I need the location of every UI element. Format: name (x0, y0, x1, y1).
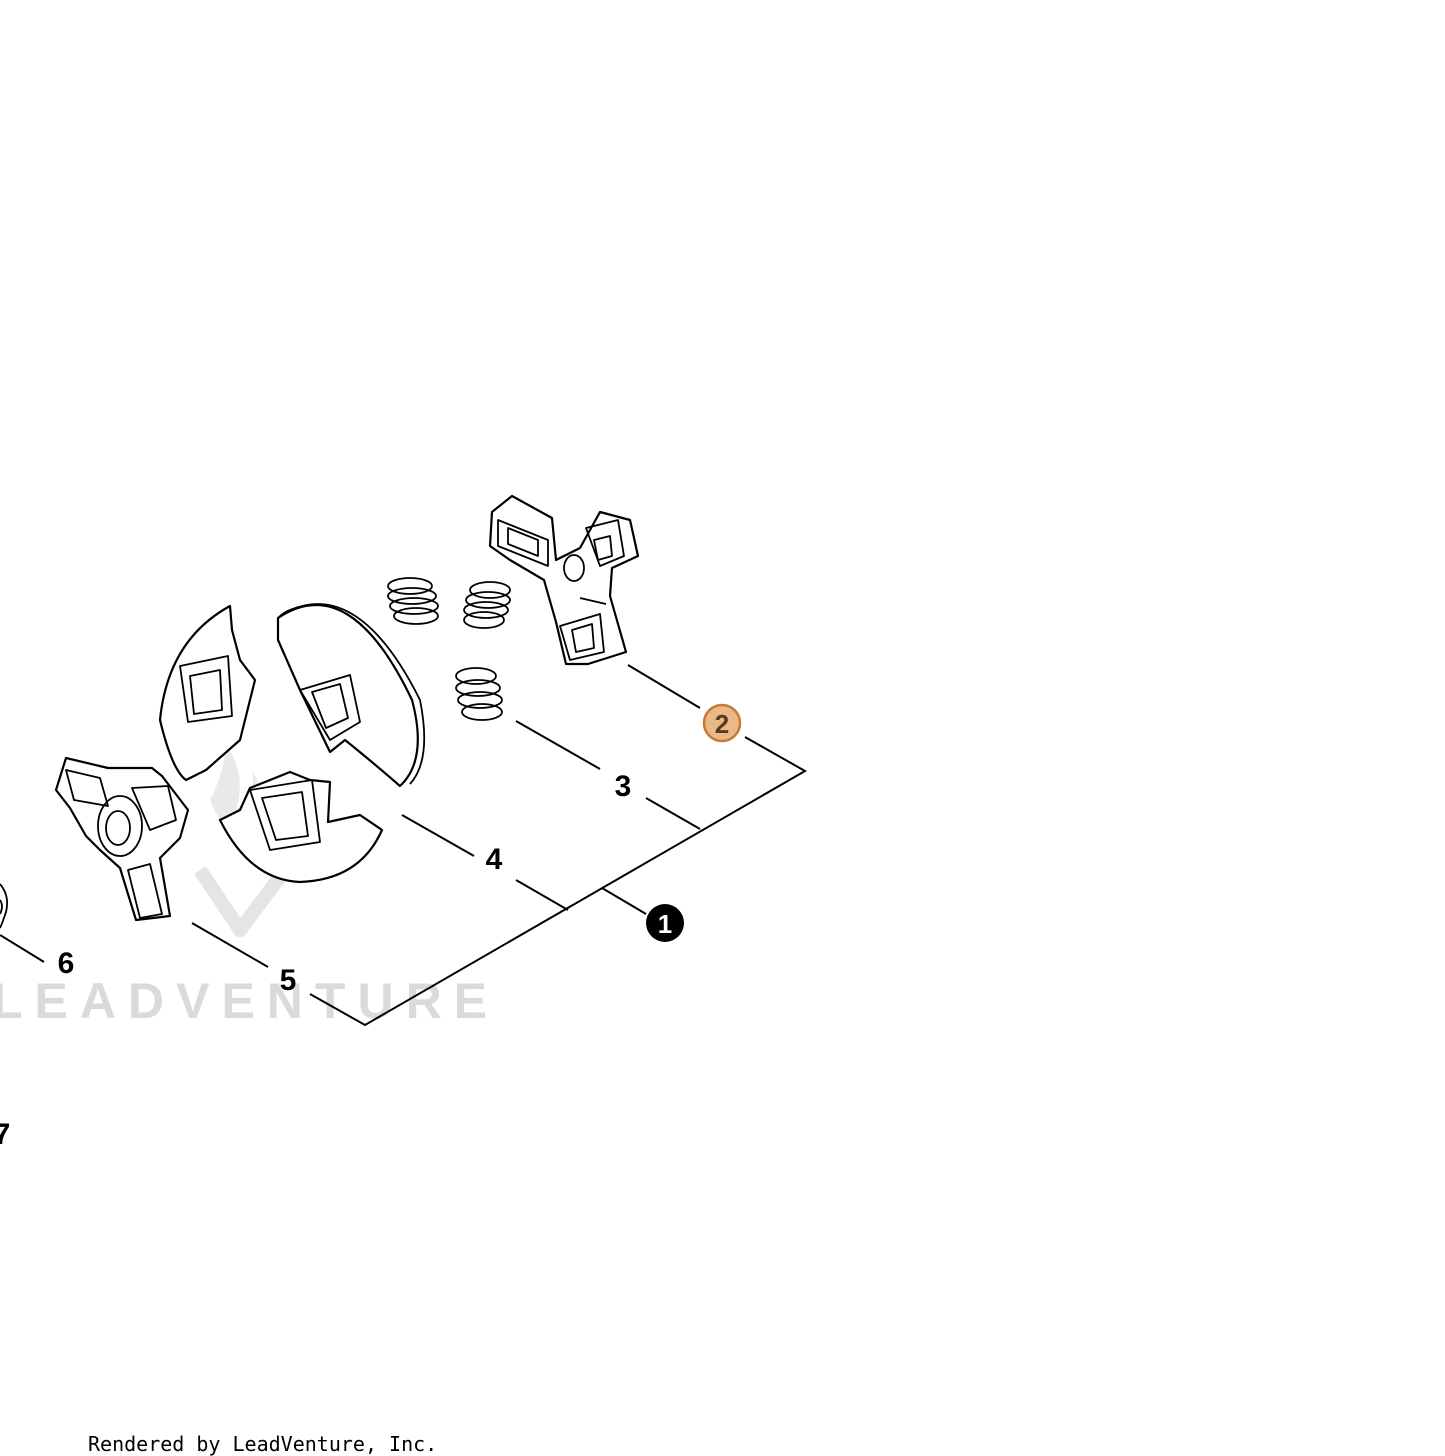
leader-line-2 (627, 664, 701, 709)
callout-2-badge[interactable]: 2 (702, 703, 742, 743)
leader-line-3b (645, 797, 701, 830)
washer-icon[interactable] (0, 883, 9, 929)
leader-line-1 (601, 887, 647, 915)
callout-2[interactable]: 2 (715, 709, 729, 739)
spring-icon[interactable] (387, 577, 439, 625)
bracket-line (309, 736, 808, 1027)
clutch-shoe-icon[interactable] (158, 604, 257, 782)
callout-7[interactable]: 7 (0, 1118, 10, 1151)
leader-lines (0, 664, 808, 1027)
clutch-shoe-icon[interactable] (276, 603, 426, 788)
leader-line-5 (191, 922, 269, 968)
carrier-part-icon[interactable] (488, 494, 640, 666)
clutch-shoe-icon[interactable] (218, 770, 384, 884)
callout-6[interactable]: 6 (58, 947, 75, 980)
leader-line-6 (0, 934, 45, 963)
callout-3[interactable]: 3 (615, 770, 632, 803)
spring-icon[interactable] (463, 581, 511, 629)
leader-line-4b (515, 879, 569, 911)
spring-icon[interactable] (455, 667, 503, 721)
callout-4[interactable]: 4 (486, 843, 503, 876)
callout-5[interactable]: 5 (280, 964, 297, 997)
clutch-hub-icon[interactable] (54, 756, 190, 922)
watermark-text: LEADVENTURE (0, 973, 499, 1029)
leader-line-4a (401, 814, 475, 857)
callout-1-badge[interactable]: 1 (646, 904, 684, 942)
callout-1[interactable]: 1 (658, 909, 672, 939)
footer-credit: Rendered by LeadVenture, Inc. (88, 1432, 438, 1456)
leader-line-3a (515, 720, 601, 770)
